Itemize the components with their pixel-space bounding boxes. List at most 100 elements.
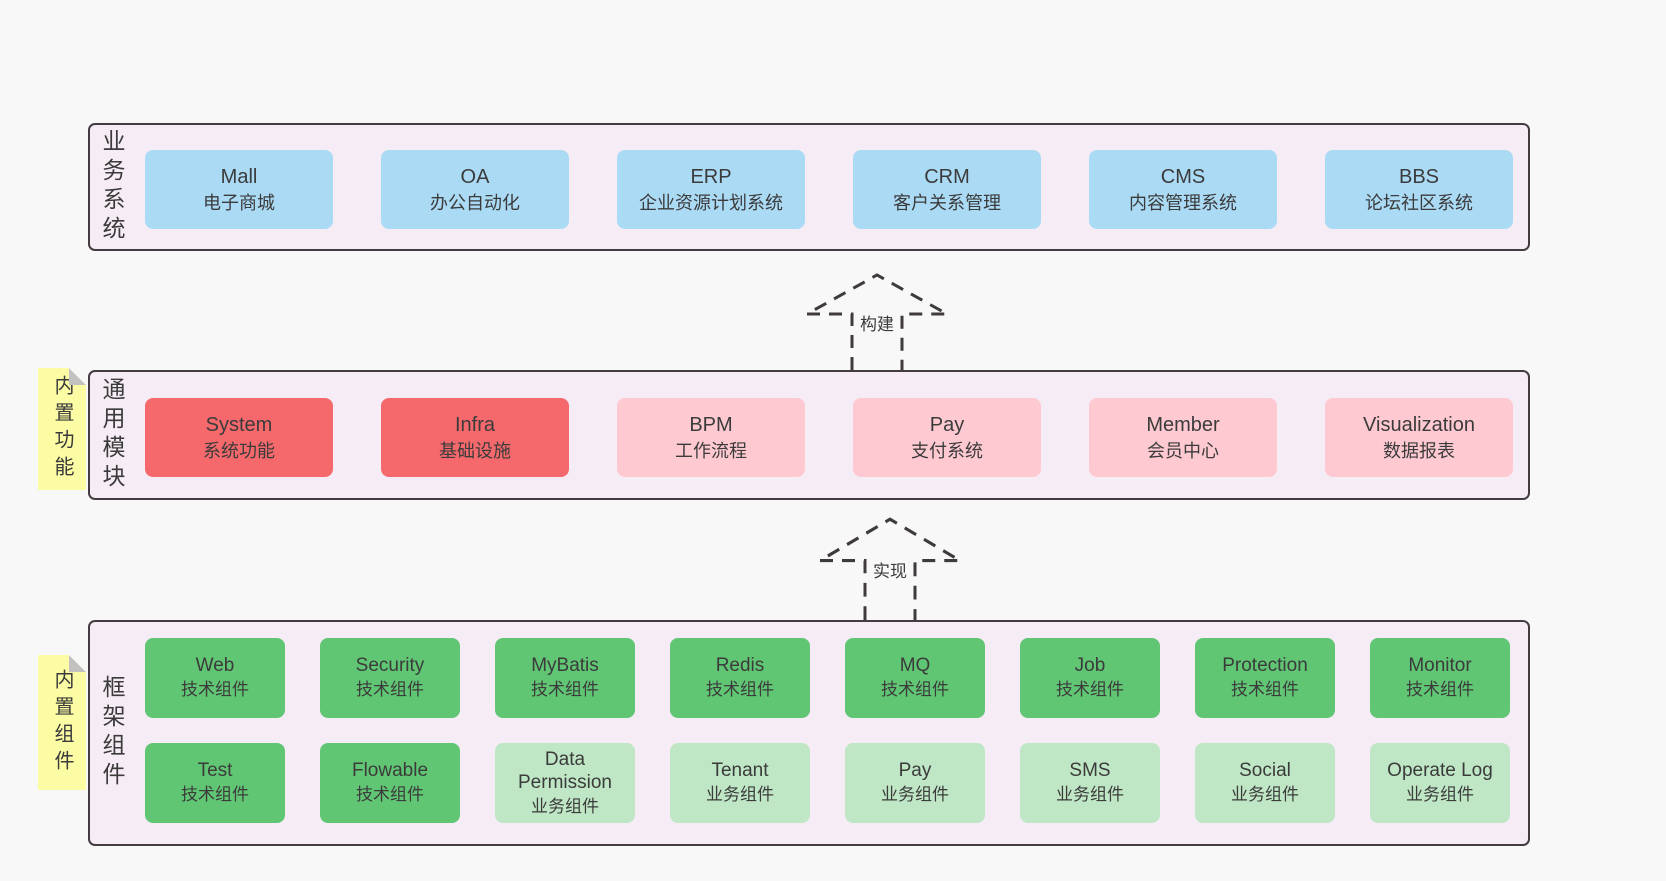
- box-title: Protection: [1222, 655, 1308, 677]
- band-business-systems: 业务系统 Mall 电子商城 OA 办公自动化 ERP 企业资源计划系统 CRM…: [88, 123, 1530, 251]
- box-subtitle: 系统功能: [203, 440, 275, 461]
- business-systems-row: Mall 电子商城 OA 办公自动化 ERP 企业资源计划系统 CRM 客户关系…: [145, 150, 1513, 229]
- band-label-text: 框架组件: [99, 675, 125, 791]
- box-title: Infra: [454, 413, 496, 436]
- box-security: Security 技术组件: [320, 638, 460, 718]
- box-bbs: BBS 论坛社区系统: [1325, 150, 1513, 229]
- box-title: CMS: [1160, 165, 1206, 188]
- box-web: Web 技术组件: [145, 638, 285, 718]
- box-job: Job 技术组件: [1020, 638, 1160, 718]
- box-subtitle: 电子商城: [203, 192, 275, 213]
- box-subtitle: 业务组件: [881, 785, 949, 805]
- box-subtitle: 办公自动化: [430, 192, 520, 213]
- box-operate-log: Operate Log 业务组件: [1370, 743, 1510, 823]
- build-arrow-label: 构建: [857, 313, 897, 337]
- box-title: SMS: [1069, 760, 1111, 782]
- band-business-systems-label: 业务系统: [99, 129, 125, 245]
- box-title: Member: [1146, 413, 1220, 436]
- box-title: OA: [460, 165, 490, 188]
- box-cms: CMS 内容管理系统: [1089, 150, 1277, 229]
- box-subtitle: 数据报表: [1383, 440, 1455, 461]
- box-mall: Mall 电子商城: [145, 150, 333, 229]
- box-test: Test 技术组件: [145, 743, 285, 823]
- box-title: System: [205, 413, 273, 436]
- box-pay: Pay 支付系统: [853, 398, 1041, 477]
- box-title: MyBatis: [531, 655, 599, 677]
- box-title: BBS: [1398, 165, 1440, 188]
- box-system: System 系统功能: [145, 398, 333, 477]
- box-title: Visualization: [1363, 413, 1475, 436]
- box-subtitle: 客户关系管理: [893, 192, 1001, 213]
- box-redis: Redis 技术组件: [670, 638, 810, 718]
- box-subtitle: 技术组件: [1231, 680, 1299, 700]
- box-infra: Infra 基础设施: [381, 398, 569, 477]
- box-flowable: Flowable 技术组件: [320, 743, 460, 823]
- box-subtitle: 业务组件: [531, 796, 599, 816]
- box-subtitle: 技术组件: [706, 680, 774, 700]
- implement-arrow: 实现: [817, 516, 963, 620]
- implement-arrow-label: 实现: [870, 559, 910, 584]
- box-bpm: BPM 工作流程: [617, 398, 805, 477]
- box-title: CRM: [924, 165, 970, 188]
- box-sms: SMS 业务组件: [1020, 743, 1160, 823]
- box-subtitle: 内容管理系统: [1129, 192, 1237, 213]
- box-title: Job: [1074, 655, 1106, 677]
- box-subtitle: 业务组件: [1056, 785, 1124, 805]
- box-title: Data Permission: [518, 749, 612, 793]
- box-title: Web: [195, 655, 235, 677]
- box-pay-biz: Pay 业务组件: [845, 743, 985, 823]
- box-subtitle: 会员中心: [1147, 440, 1219, 461]
- box-monitor: Monitor 技术组件: [1370, 638, 1510, 718]
- box-title: Test: [197, 760, 233, 782]
- box-title: Social: [1239, 760, 1291, 782]
- box-subtitle: 技术组件: [881, 680, 949, 700]
- box-subtitle: 支付系统: [911, 440, 983, 461]
- box-mq: MQ 技术组件: [845, 638, 985, 718]
- box-title: Tenant: [711, 760, 769, 782]
- sticky-text: 内置功能: [51, 375, 73, 483]
- framework-components-row-1: Web 技术组件 Security 技术组件 MyBatis 技术组件 Redi…: [145, 638, 1510, 718]
- box-subtitle: 业务组件: [1231, 785, 1299, 805]
- box-visualization: Visualization 数据报表: [1325, 398, 1513, 477]
- box-erp: ERP 企业资源计划系统: [617, 150, 805, 229]
- band-framework-components-label: 框架组件: [99, 675, 125, 791]
- band-common-modules: 通用模块 System 系统功能 Infra 基础设施 BPM 工作流程 Pay…: [88, 370, 1530, 500]
- dashed-up-arrow-icon: [804, 273, 950, 370]
- box-subtitle: 企业资源计划系统: [639, 192, 783, 213]
- common-modules-row: System 系统功能 Infra 基础设施 BPM 工作流程 Pay 支付系统…: [145, 398, 1513, 477]
- box-title: Redis: [715, 655, 765, 677]
- box-title: Flowable: [351, 760, 429, 782]
- box-protection: Protection 技术组件: [1195, 638, 1335, 718]
- box-subtitle: 技术组件: [356, 785, 424, 805]
- band-common-modules-label: 通用模块: [99, 377, 125, 493]
- box-data-permission: Data Permission 业务组件: [495, 743, 635, 823]
- framework-components-row-2: Test 技术组件 Flowable 技术组件 Data Permission …: [145, 743, 1510, 823]
- box-tenant: Tenant 业务组件: [670, 743, 810, 823]
- box-title: Pay: [898, 760, 932, 782]
- sticky-built-in-features: 内置功能: [38, 368, 86, 490]
- box-subtitle: 技术组件: [181, 680, 249, 700]
- box-title: Monitor: [1408, 655, 1472, 677]
- box-subtitle: 业务组件: [706, 785, 774, 805]
- box-subtitle: 工作流程: [675, 440, 747, 461]
- box-title: ERP: [690, 165, 732, 188]
- box-social: Social 业务组件: [1195, 743, 1335, 823]
- box-subtitle: 技术组件: [531, 680, 599, 700]
- band-framework-components: 框架组件 Web 技术组件 Security 技术组件 MyBatis 技术组件…: [88, 620, 1530, 846]
- box-subtitle: 论坛社区系统: [1365, 192, 1473, 213]
- box-title: Operate Log: [1387, 760, 1493, 782]
- box-crm: CRM 客户关系管理: [853, 150, 1041, 229]
- box-title: Security: [355, 655, 425, 677]
- box-member: Member 会员中心: [1089, 398, 1277, 477]
- box-oa: OA 办公自动化: [381, 150, 569, 229]
- band-label-text: 通用模块: [99, 377, 125, 493]
- dashed-up-arrow-icon: [817, 517, 963, 620]
- box-mybatis: MyBatis 技术组件: [495, 638, 635, 718]
- build-arrow: 构建: [804, 272, 950, 370]
- box-title: Pay: [929, 413, 965, 436]
- sticky-built-in-components: 内置组件: [38, 655, 86, 790]
- band-label-text: 业务系统: [99, 129, 125, 245]
- sticky-text: 内置组件: [51, 668, 73, 777]
- box-title: Mall: [220, 165, 258, 188]
